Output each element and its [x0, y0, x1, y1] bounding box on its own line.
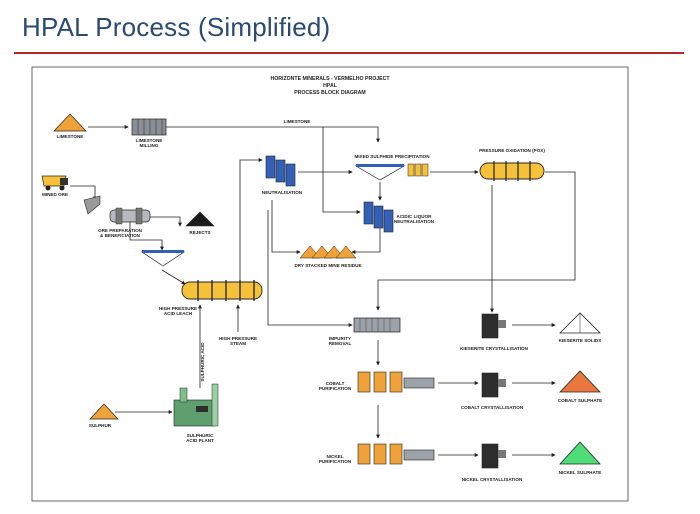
label-cobalt-cryst: COBALT CRYSTALLISATION	[461, 405, 524, 410]
label-limestone-milling-2: MILLING	[140, 143, 159, 148]
flow-prep-to-rejects	[150, 216, 182, 227]
flow-limestone-to-msp	[166, 126, 380, 143]
haul-truck-icon	[41, 175, 68, 191]
label-impurity-1: IMPURITY	[329, 336, 351, 341]
flow-ore-to-prep	[70, 185, 97, 201]
limestone-pile-icon	[53, 113, 87, 132]
label-kieserite-cryst: KIESERITE CRYSTALLISATION	[460, 346, 528, 351]
ore-prep-equipment-icon	[83, 195, 151, 225]
label-impurity-2: REMOVAL	[329, 341, 352, 346]
label-msp: MIXED SULPHIDE PRECIPITATION	[354, 154, 430, 159]
hpal-autoclave-icon	[181, 280, 263, 301]
neutralisation-tanks-icon	[265, 155, 296, 187]
label-acid-plant-2: ACID PLANT	[186, 438, 214, 443]
label-limestone: LIMESTONE	[57, 134, 84, 139]
acid-plant-icon	[173, 383, 219, 427]
limestone-mill-icon	[131, 118, 167, 136]
rejects-pile-icon	[185, 211, 215, 227]
label-nickel-purif-1: NICKEL	[326, 454, 343, 459]
nickel-purification-icon	[357, 443, 435, 465]
slide-title: HPAL Process (Simplified)	[22, 12, 331, 42]
label-acidic-1: ACIDIC LIQUOR	[397, 214, 433, 219]
label-cobalt-sulphate: COBALT SULPHATE	[558, 398, 603, 403]
diagram-header-line1: HORIZONTE MINERALS - VERMELHO PROJECT	[270, 76, 390, 82]
label-neutralisation: NEUTRALISATION	[262, 190, 303, 195]
label-kieserite-solids: KIESERITE SOLIDS	[559, 338, 602, 343]
label-acidic-2: NEUTRALISATION	[394, 219, 435, 224]
pox-autoclave-icon	[479, 161, 545, 181]
label-mined-ore: MINED ORE	[42, 192, 68, 197]
diagram-header-line2: HPAL	[323, 83, 338, 89]
label-ore-prep-1: ORE PREPARATION	[98, 228, 143, 233]
thickener-icon	[140, 250, 186, 267]
flow-lines	[70, 125, 576, 457]
msp-thickener-icon	[354, 163, 429, 181]
cobalt-sulphate-pile-icon	[559, 370, 601, 393]
label-sulphuric-acid: SULPHURIC ACID	[200, 342, 205, 382]
cobalt-crystalliser-icon	[481, 372, 506, 398]
label-hp-steam-1: HIGH PRESSURE	[219, 336, 257, 341]
label-dry-residue: DRY STACKED MINE RESIDUE	[294, 263, 361, 268]
title-divider	[14, 52, 684, 54]
flow-hpal-to-neutralisation	[239, 158, 263, 280]
label-limestone-milling-1: LIMESTONE	[136, 138, 163, 143]
diagram-header-line3: PROCESS BLOCK DIAGRAM	[294, 90, 365, 96]
label-nickel-sulphate: NICKEL SULPHATE	[559, 470, 602, 475]
nickel-crystalliser-icon	[481, 443, 506, 469]
flow-neutralisation-to-residue	[271, 200, 301, 254]
sulphur-pile-icon	[89, 403, 119, 420]
label-pox: PRESSURE OXIDATION (POX)	[479, 148, 545, 153]
cobalt-purification-icon	[357, 371, 435, 393]
label-rejects: REJECTS	[189, 230, 210, 235]
flow-pox-to-impurity	[376, 171, 576, 311]
label-cobalt-purif-2: PURIFICATION	[319, 386, 352, 391]
label-sulphur: SULPHUR	[89, 423, 112, 428]
flow-prep-to-thickener	[129, 222, 164, 251]
label-hpal-1: HIGH PRESSURE	[159, 306, 197, 311]
label-acid-plant-1: SULPHURIC	[187, 433, 214, 438]
kieserite-crystalliser-icon	[481, 313, 506, 339]
label-hpal-2: ACID LEACH	[164, 311, 193, 316]
flow-thickener-to-hpal	[161, 269, 186, 285]
acidic-tanks-icon	[363, 201, 394, 233]
flow-to-impurity	[267, 210, 353, 327]
nickel-sulphate-pile-icon	[559, 441, 601, 465]
diagram-frame	[31, 66, 629, 502]
label-limestone-line: LIMESTONE	[284, 119, 311, 124]
label-hp-steam-2: STEAM	[230, 341, 246, 346]
impurity-removal-icon	[353, 317, 401, 333]
flow-limestone-to-acidic	[322, 127, 361, 214]
flow-acidic-to-residue	[351, 228, 381, 254]
residue-piles-icon	[299, 245, 357, 259]
label-nickel-cryst: NICKEL CRYSTALLISATION	[462, 477, 523, 482]
label-cobalt-purif-1: COBALT	[326, 381, 345, 386]
label-ore-prep-2: & BENEFICIATION	[100, 233, 141, 238]
label-nickel-purif-2: PURIFICATION	[319, 459, 352, 464]
